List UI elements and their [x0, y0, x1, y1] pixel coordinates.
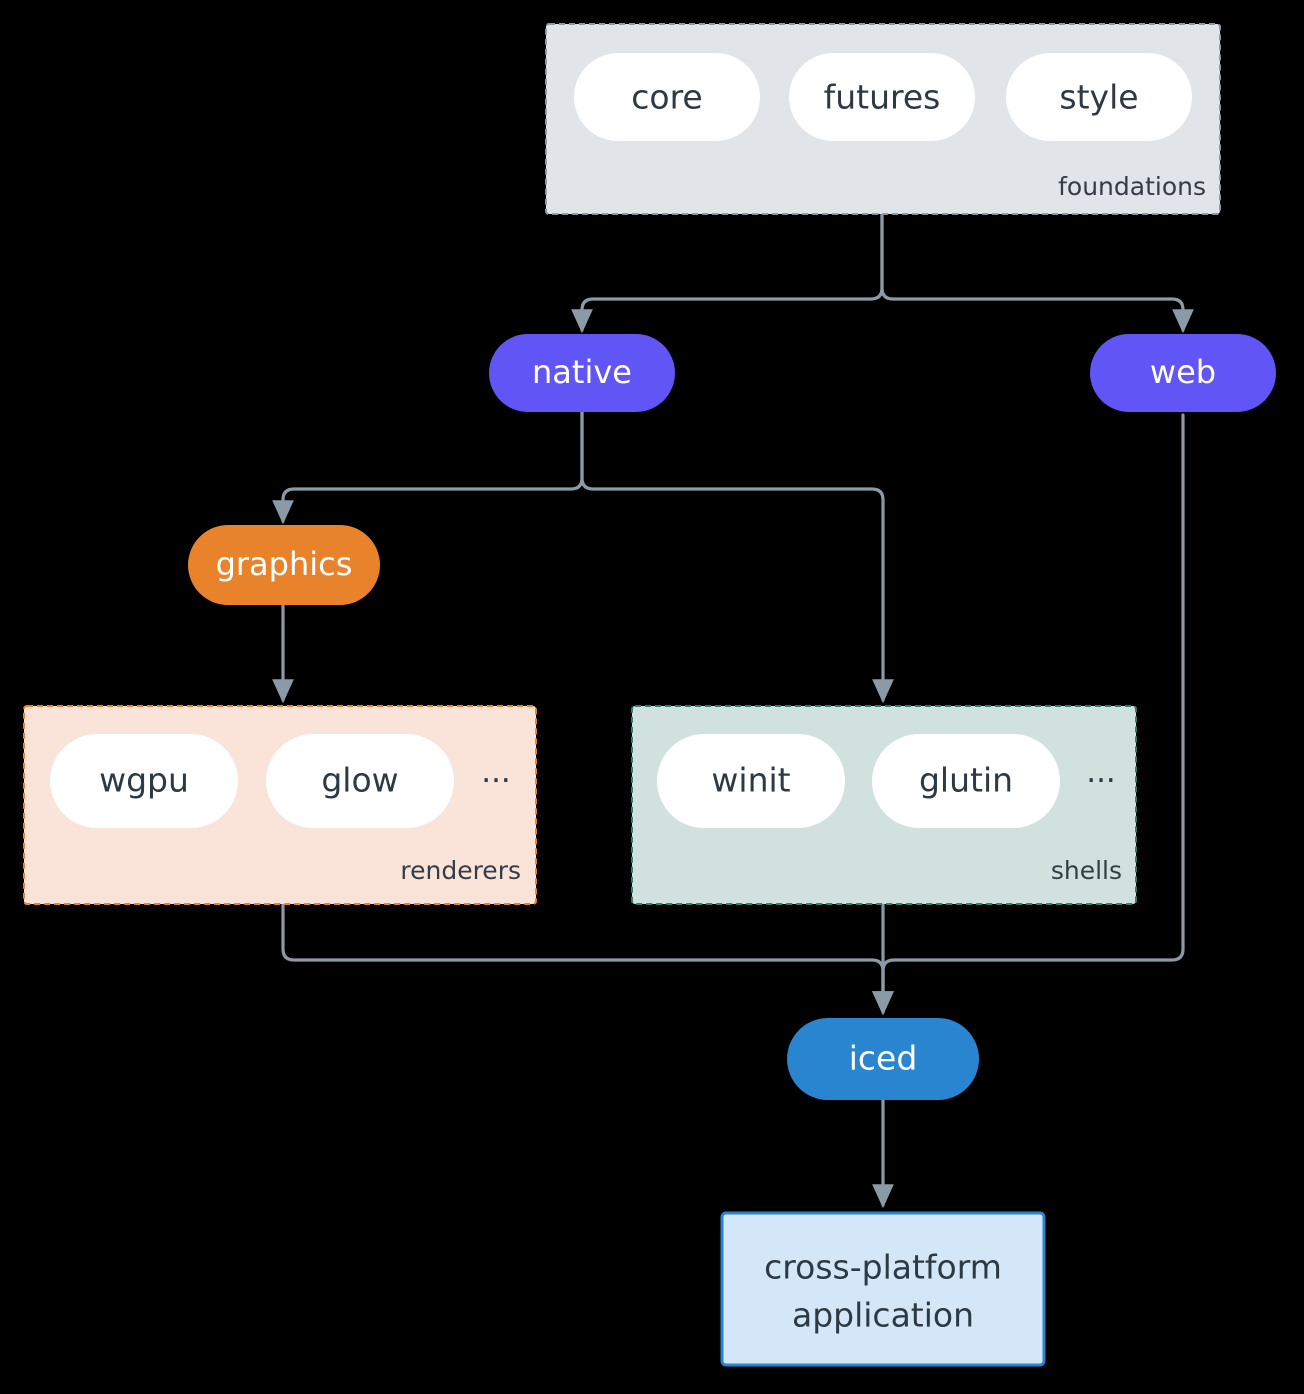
- edge-foundations-to-native: [571, 213, 884, 334]
- node-wgpu-pill: [50, 734, 238, 828]
- cluster-foundations-label: foundations: [1058, 172, 1206, 201]
- node-style-label: style: [1059, 78, 1138, 117]
- cluster-shells-label: shells: [1051, 856, 1122, 885]
- node-native[interactable]: native: [489, 334, 675, 412]
- edge-native-to-shells: [580, 410, 894, 704]
- edge-layer: [272, 213, 1194, 1209]
- node-winit[interactable]: winit: [657, 734, 845, 828]
- node-iced-label: iced: [849, 1039, 918, 1078]
- node-core[interactable]: core: [574, 53, 760, 141]
- node-style[interactable]: style: [1006, 53, 1192, 141]
- node-wgpu-label: wgpu: [99, 761, 189, 800]
- node-style-pill: [1006, 53, 1192, 141]
- node-web[interactable]: web: [1090, 334, 1276, 412]
- renderers-ellipsis: ...: [481, 754, 511, 790]
- application-label-line1: cross-platform: [764, 1248, 1002, 1287]
- edge-native-to-graphics: [272, 410, 584, 525]
- node-web-pill: [1090, 334, 1276, 412]
- node-core-pill: [574, 53, 760, 141]
- application-box: [720, 1211, 1046, 1367]
- node-glutin[interactable]: glutin: [872, 734, 1060, 828]
- cluster-foundations[interactable]: core futures style foundations: [545, 23, 1221, 215]
- cluster-shells[interactable]: winit glutin ... shells: [631, 705, 1137, 905]
- node-futures-pill: [789, 53, 975, 141]
- node-glutin-label: glutin: [919, 761, 1013, 800]
- edge-foundations-to-web: [880, 213, 1194, 334]
- node-winit-label: winit: [711, 761, 790, 800]
- node-web-label: web: [1150, 353, 1216, 391]
- cluster-renderers-label: renderers: [400, 856, 521, 885]
- node-graphics-label: graphics: [216, 545, 353, 583]
- node-glow[interactable]: glow: [266, 734, 454, 828]
- cluster-renderers[interactable]: wgpu glow ... renderers: [23, 705, 537, 905]
- node-glow-label: glow: [321, 761, 398, 800]
- node-futures-label: futures: [824, 78, 941, 117]
- node-iced[interactable]: iced: [787, 1018, 979, 1100]
- application-label-line2: application: [792, 1296, 974, 1335]
- node-iced-pill: [787, 1018, 979, 1100]
- edge-renderers-to-iced: [281, 903, 894, 1016]
- node-cross-platform-application[interactable]: cross-platform application: [720, 1211, 1046, 1367]
- node-core-label: core: [631, 78, 702, 117]
- node-native-pill: [489, 334, 675, 412]
- edge-web-to-iced: [872, 413, 1185, 1016]
- node-winit-pill: [657, 734, 845, 828]
- node-graphics-pill: [188, 525, 380, 605]
- node-native-label: native: [532, 353, 632, 391]
- node-graphics[interactable]: graphics: [188, 525, 380, 605]
- node-wgpu[interactable]: wgpu: [50, 734, 238, 828]
- node-glow-pill: [266, 734, 454, 828]
- node-glutin-pill: [872, 734, 1060, 828]
- shells-ellipsis: ...: [1086, 754, 1116, 790]
- node-futures[interactable]: futures: [789, 53, 975, 141]
